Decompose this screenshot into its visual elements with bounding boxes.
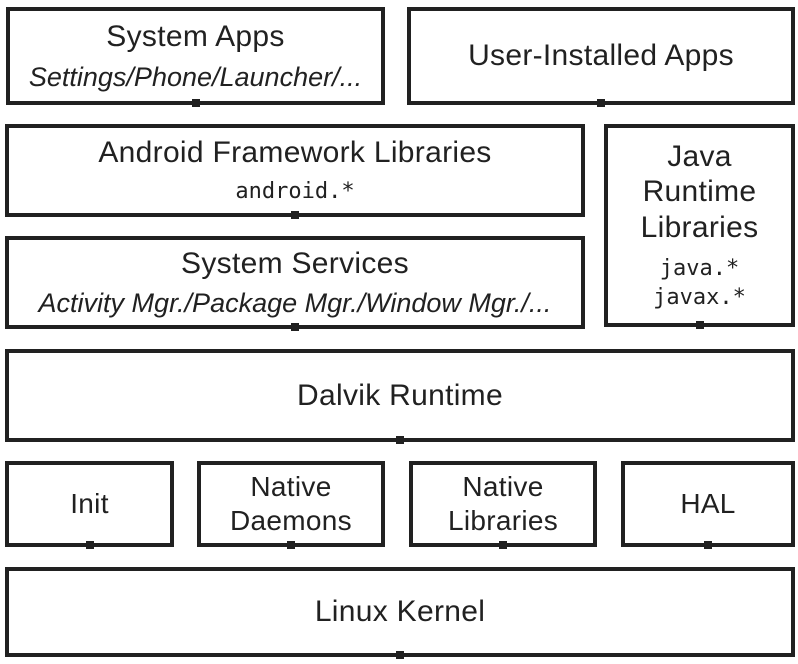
box-user-installed-apps: User-Installed Apps [407,7,795,107]
init-title: Init [70,488,109,520]
android-framework-libraries-title: Android Framework Libraries [98,135,492,169]
java-runtime-title-line: Runtime [642,175,757,209]
system-services-title: System Services [181,246,409,280]
box-system-services: System Services Activity Mgr./Package Mg… [5,236,585,331]
system-apps-title: System Apps [106,20,285,54]
native-libraries-title-line: Native [462,471,544,503]
connector-tick [695,321,704,329]
javax-package-name: javax.* [653,284,746,310]
box-init: Init [5,461,174,549]
native-libraries-title-line: Libraries [447,505,559,536]
java-runtime-title-line: Libraries [640,210,759,244]
native-daemons-title-line: Daemons [230,505,352,536]
system-apps-examples: Settings/Phone/Launcher/... [28,61,363,92]
connector-tick [291,211,299,219]
box-android-framework-libraries: Android Framework Libraries android.* [5,124,585,219]
box-dalvik-runtime: Dalvik Runtime [5,349,795,444]
box-native-libraries: Native Libraries [409,461,597,549]
connector-tick [291,323,299,331]
native-daemons-title-line: Native [250,471,332,503]
connector-tick [396,651,404,659]
java-runtime-package-names: java.* javax.* [653,255,746,312]
connector-tick [85,541,94,549]
linux-kernel-title: Linux Kernel [314,595,486,629]
box-linux-kernel: Linux Kernel [5,567,795,659]
box-java-runtime-libraries: Java Runtime Libraries java.* javax.* [604,124,795,329]
dalvik-runtime-title: Dalvik Runtime [297,378,503,412]
system-services-examples: Activity Mgr./Package Mgr./Window Mgr./.… [38,288,552,319]
java-package-name: java.* [659,255,740,281]
box-system-apps: System Apps Settings/Phone/Launcher/... [6,7,385,107]
connector-tick [597,99,605,107]
box-hal: HAL [621,461,795,549]
connector-tick [396,436,404,444]
android-framework-package-name: android.* [235,178,355,204]
connector-tick [499,541,507,549]
connector-tick [704,541,712,549]
hal-title: HAL [680,488,736,520]
box-native-daemons: Native Daemons [197,461,385,549]
java-runtime-title-line: Java [667,139,732,173]
connector-tick [287,541,295,549]
connector-tick [191,99,200,107]
user-installed-apps-title: User-Installed Apps [468,39,734,73]
